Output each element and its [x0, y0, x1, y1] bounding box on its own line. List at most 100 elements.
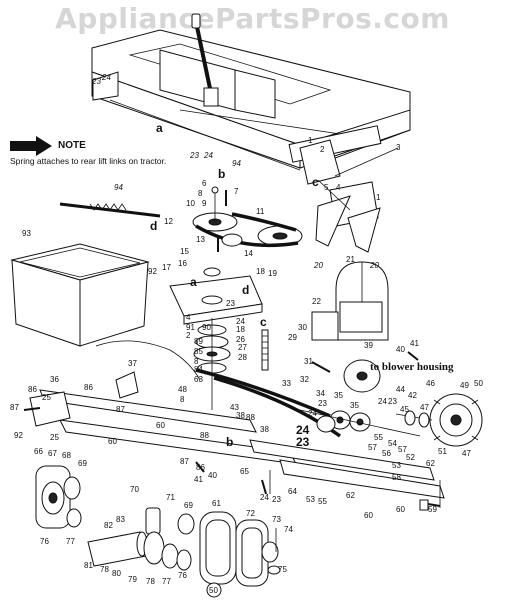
part-label: 18 — [256, 267, 265, 276]
part-label: 68 — [62, 451, 71, 460]
part-label: 87 — [10, 403, 19, 412]
idler-pulley-assembly — [192, 186, 303, 248]
part-label: 6 — [202, 179, 207, 188]
part-label: 8 — [180, 395, 185, 404]
part-label: 23 — [296, 435, 310, 449]
part-label: 35 — [350, 401, 359, 410]
tractor-frame — [91, 29, 411, 171]
part-label: 2 — [320, 145, 325, 154]
part-label: 39 — [364, 341, 373, 350]
right-gearbox — [395, 393, 483, 447]
part-label: 85 — [194, 347, 203, 356]
part-label: 4 — [186, 313, 191, 322]
part-label: 74 — [284, 525, 293, 534]
part-label: 23 — [388, 397, 397, 406]
part-label: 57 — [368, 443, 377, 452]
part-label: 20 — [369, 261, 379, 270]
part-label: 69 — [184, 501, 193, 510]
part-label: 44 — [396, 385, 405, 394]
part-label: 47 — [420, 403, 429, 412]
part-label: 66 — [34, 447, 43, 456]
part-label: 37 — [128, 359, 137, 368]
part-label: 75 — [278, 565, 287, 574]
part-label: 79 — [128, 575, 137, 584]
part-label: 25 — [50, 433, 59, 442]
hardware-bolts — [23, 190, 419, 495]
ref-letter-c: c — [312, 175, 319, 189]
part-label: 24 — [260, 493, 269, 502]
part-label: 4 — [336, 183, 341, 192]
part-label: 42 — [408, 391, 417, 400]
ref-letter-a: a — [190, 275, 197, 289]
blower-pulleys — [299, 359, 421, 437]
part-label: 81 — [84, 561, 93, 570]
part-label: 91 — [186, 323, 195, 332]
drive-pulley-stack — [193, 318, 231, 410]
part-label: 70 — [130, 485, 139, 494]
part-label: 87 — [180, 457, 189, 466]
part-label: 71 — [166, 493, 175, 502]
part-label: 17 — [162, 263, 171, 272]
part-label: 27 — [238, 343, 247, 352]
part-label: 24 — [378, 397, 387, 406]
part-label: 62 — [346, 491, 355, 500]
part-label: 7 — [234, 187, 239, 196]
part-label: 14 — [244, 249, 253, 258]
part-label: 72 — [246, 509, 255, 518]
part-label: 52 — [406, 453, 415, 462]
part-label: 24 — [236, 317, 245, 326]
part-label: 9 — [202, 199, 207, 208]
part-label: 15 — [180, 247, 189, 256]
part-label: 2 — [186, 331, 191, 340]
spring-rod — [59, 202, 161, 218]
part-label: 73 — [272, 515, 281, 524]
part-label: 94 — [114, 183, 123, 192]
part-label: 38 — [236, 411, 245, 420]
part-label: 22 — [312, 297, 321, 306]
part-label: 21 — [346, 255, 355, 264]
part-label: 40 — [208, 471, 217, 480]
part-label: 87 — [116, 405, 125, 414]
hopper — [10, 243, 201, 381]
part-label: 19 — [268, 269, 277, 278]
part-label: 48 — [178, 385, 187, 394]
part-label: 64 — [288, 487, 297, 496]
part-label: 93 — [22, 229, 31, 238]
part-label: 67 — [48, 449, 57, 458]
part-label: 55 — [318, 497, 327, 506]
part-label: 36 — [50, 375, 59, 384]
part-label: 38 — [260, 425, 269, 434]
part-label: 50 — [474, 379, 483, 388]
part-label: 86 — [196, 463, 205, 472]
part-label: 86 — [28, 385, 37, 394]
part-label: 57 — [398, 445, 407, 454]
part-label: 55 — [374, 433, 383, 442]
part-label: 3 — [396, 143, 401, 152]
part-label: 92 — [14, 431, 23, 440]
part-label: 8 — [198, 189, 203, 198]
part-label: 47 — [462, 449, 471, 458]
watermark: AppliancePartsPros.com — [55, 2, 450, 35]
part-label: 29 — [288, 333, 297, 342]
ref-letter-b: b — [226, 435, 233, 449]
part-label: 59 — [428, 505, 437, 514]
part-label: 76 — [178, 571, 187, 580]
part-label: 24 — [296, 423, 310, 437]
part-label: 30 — [298, 323, 307, 332]
part-label: 78 — [146, 577, 155, 586]
part-label: 31 — [304, 357, 313, 366]
part-label: 69 — [78, 459, 87, 468]
part-label: 23 — [226, 299, 235, 308]
part-label: 60 — [156, 421, 165, 430]
part-label: 23 — [91, 77, 101, 86]
ref-letter-d: d — [150, 219, 157, 233]
part-label: 18 — [236, 325, 245, 334]
part-label: 13 — [196, 235, 205, 244]
part-label: 5 — [324, 183, 329, 192]
part-label: 23 — [318, 399, 327, 408]
part-label: 54 — [388, 439, 397, 448]
part-label: 49 — [460, 381, 469, 390]
vertical-spring — [261, 329, 269, 371]
part-label: 50 — [209, 586, 218, 595]
drive-shaft — [87, 507, 195, 571]
